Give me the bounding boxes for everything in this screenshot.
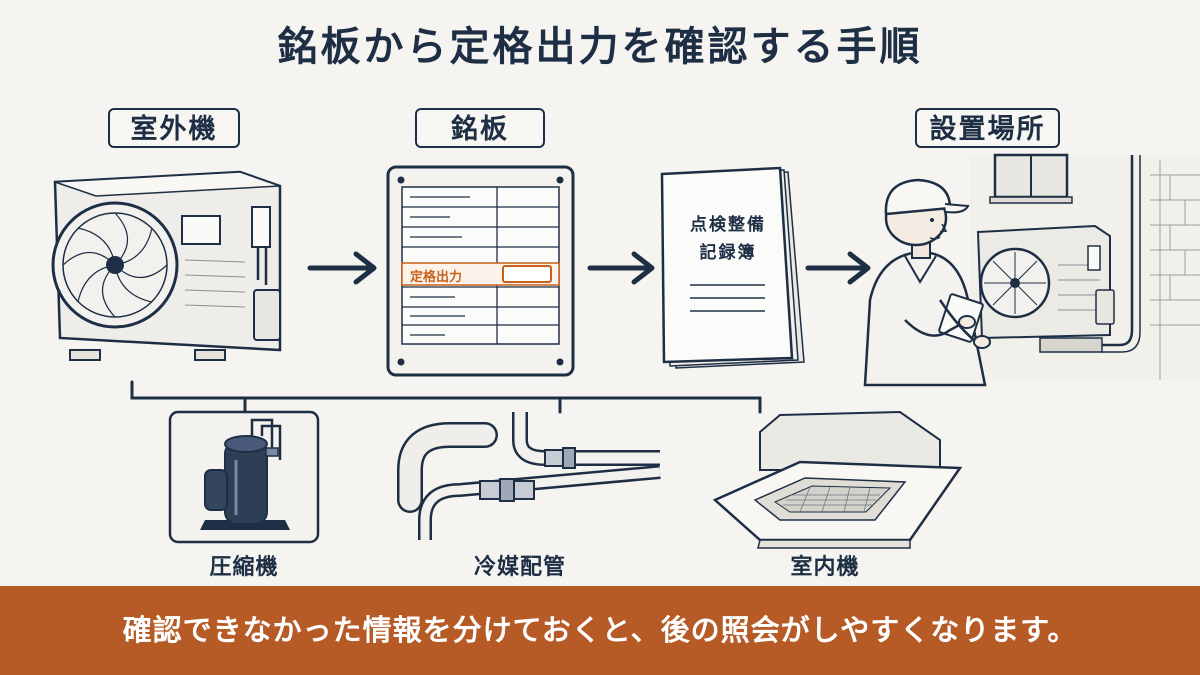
step-label-nameplate: 銘板 [415, 108, 545, 148]
component-label-indoor-unit: 室内機 [790, 555, 860, 580]
installation-site-icon [863, 153, 1200, 387]
record-book-title-line1: 点検整備 [690, 215, 766, 235]
bottom-banner: 確認できなかった情報を分けておくと、後の照会がしやすくなります。 [0, 586, 1200, 675]
page-title: 銘板から定格出力を確認する手順 [277, 24, 923, 70]
nameplate-icon [386, 165, 575, 377]
step-label-installation-site: 設置場所 [915, 108, 1060, 148]
component-label-compressor: 圧縮機 [209, 555, 279, 580]
compressor-icon [168, 410, 320, 544]
record-book-title-line2: 記録簿 [699, 243, 757, 263]
outdoor-unit-icon [51, 170, 282, 361]
flow-arrow-icon [307, 251, 871, 285]
component-bracket-icon [130, 380, 762, 414]
indoor-unit-icon [712, 410, 963, 549]
component-label-refrigerant-pipe: 冷媒配管 [473, 555, 566, 580]
nameplate-rated-output-label: 定格出力 [410, 270, 463, 285]
banner-text: 確認できなかった情報を分けておくと、後の照会がしやすくなります。 [122, 613, 1078, 647]
maintenance-record-book-icon [660, 166, 805, 369]
refrigerant-pipe-icon [397, 412, 661, 540]
step-label-outdoor-unit: 室外機 [108, 108, 240, 148]
